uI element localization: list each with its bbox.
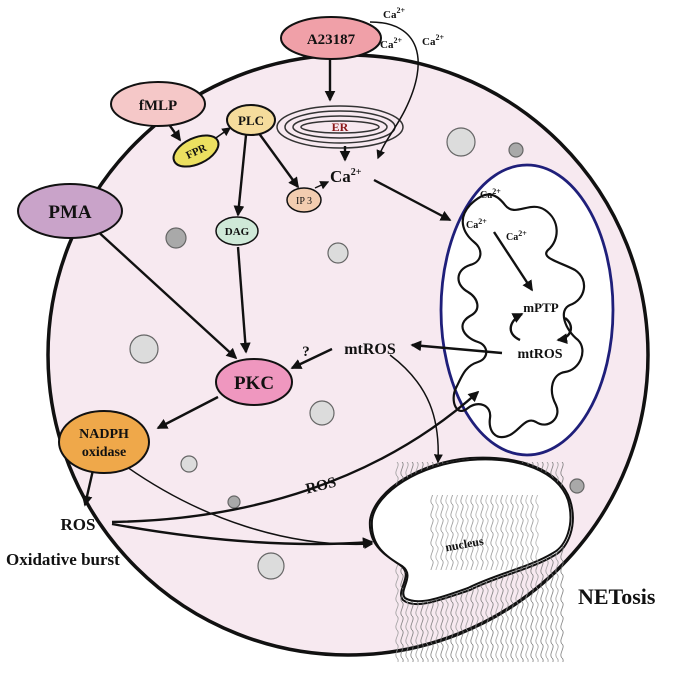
node-pkc: PKC	[215, 358, 293, 406]
node-ip3: IP 3	[286, 187, 322, 213]
arrow-external-ca	[369, 21, 419, 160]
vesicle	[309, 400, 335, 426]
plc-label: PLC	[238, 113, 264, 128]
node-a23187: A23187	[280, 16, 382, 60]
fmlp-label: fMLP	[139, 98, 177, 114]
a23187-label: A23187	[307, 32, 356, 48]
vesicle	[129, 334, 159, 364]
arrow-dag-pkc	[236, 246, 251, 354]
nadph-label-line2: oxidase	[82, 445, 126, 460]
arrow-mito-ca-mptp	[492, 231, 534, 292]
mtros-cytosol-label: mtROS	[344, 341, 396, 358]
pkc-label: PKC	[234, 373, 274, 394]
nadph-label-line1: NADPH	[79, 427, 129, 442]
ca-label-mito-2: Ca2+	[466, 217, 487, 231]
arrow-pkc-nadph	[156, 395, 219, 430]
mptp-label: mPTP	[523, 300, 558, 315]
arrow-pma-pkc	[93, 227, 238, 360]
node-dag: DAG	[215, 216, 259, 246]
vesicle	[180, 455, 198, 473]
arrow-mito-mtros-out	[410, 340, 503, 355]
arrow-mptp-mtros	[556, 317, 573, 345]
arrow-ros-mitochondrion	[111, 390, 480, 524]
ros-label: ROS	[61, 515, 96, 534]
pma-label: PMA	[48, 202, 92, 223]
er-label: ER	[332, 120, 349, 134]
vesicle	[508, 142, 524, 158]
dag-label: DAG	[225, 226, 250, 238]
ip3-label: IP 3	[296, 196, 312, 207]
arrow-ca-mitochondrion	[373, 178, 452, 222]
ca-label-ext-2: Ca2+	[380, 36, 402, 51]
ca-label-mito-3: Ca2+	[506, 229, 527, 243]
node-pma: PMA	[17, 183, 123, 239]
arrow-plc-ip3	[257, 131, 299, 189]
mtros-mito-label: mtROS	[517, 347, 562, 362]
question-label: ?	[302, 344, 310, 360]
node-fmlp: fMLP	[110, 81, 206, 127]
arrow-mtros-nucleus	[389, 354, 443, 464]
vesicle	[227, 495, 241, 509]
arrow-nadph-ros	[81, 469, 95, 507]
arrow-mtros-pkc	[290, 347, 333, 370]
oxidative-burst-label: Oxidative burst	[6, 550, 120, 569]
node-fpr: FPR	[172, 134, 220, 168]
vesicle	[257, 552, 285, 580]
vesicle	[327, 242, 349, 264]
vesicles	[129, 127, 585, 580]
ros-cytosol-label: ROS	[304, 475, 338, 498]
nucleus-label: nucleus	[444, 534, 485, 555]
ca-label-mito-1: Ca2+	[480, 187, 501, 201]
arrow-ip3-ca	[314, 181, 330, 190]
ca-label-ext-3: Ca2+	[422, 33, 444, 48]
ca-label-cytosol: Ca2+	[330, 167, 362, 186]
ca-label-ext-1: Ca2+	[383, 6, 405, 21]
arrow-mtros-mptp	[509, 312, 524, 342]
vesicle	[165, 227, 187, 249]
pathway-arrows	[81, 21, 573, 549]
mitochondrial-cristae	[452, 193, 586, 439]
vesicle	[446, 127, 476, 157]
node-plc: PLC	[226, 104, 276, 136]
arrow-plc-dag	[233, 134, 248, 217]
arrow-nadph-nucleus	[119, 461, 374, 549]
nucleus: nucleus	[368, 456, 574, 662]
netosis-label: NETosis	[578, 584, 656, 609]
vesicle	[569, 478, 585, 494]
mitochondrion	[439, 163, 615, 457]
node-nadph-oxidase: NADPH oxidase	[58, 410, 150, 474]
calcium-labels: Ca2+ Ca2+ Ca2+ Ca2+ Ca2+ Ca2+ Ca2+	[330, 6, 527, 243]
